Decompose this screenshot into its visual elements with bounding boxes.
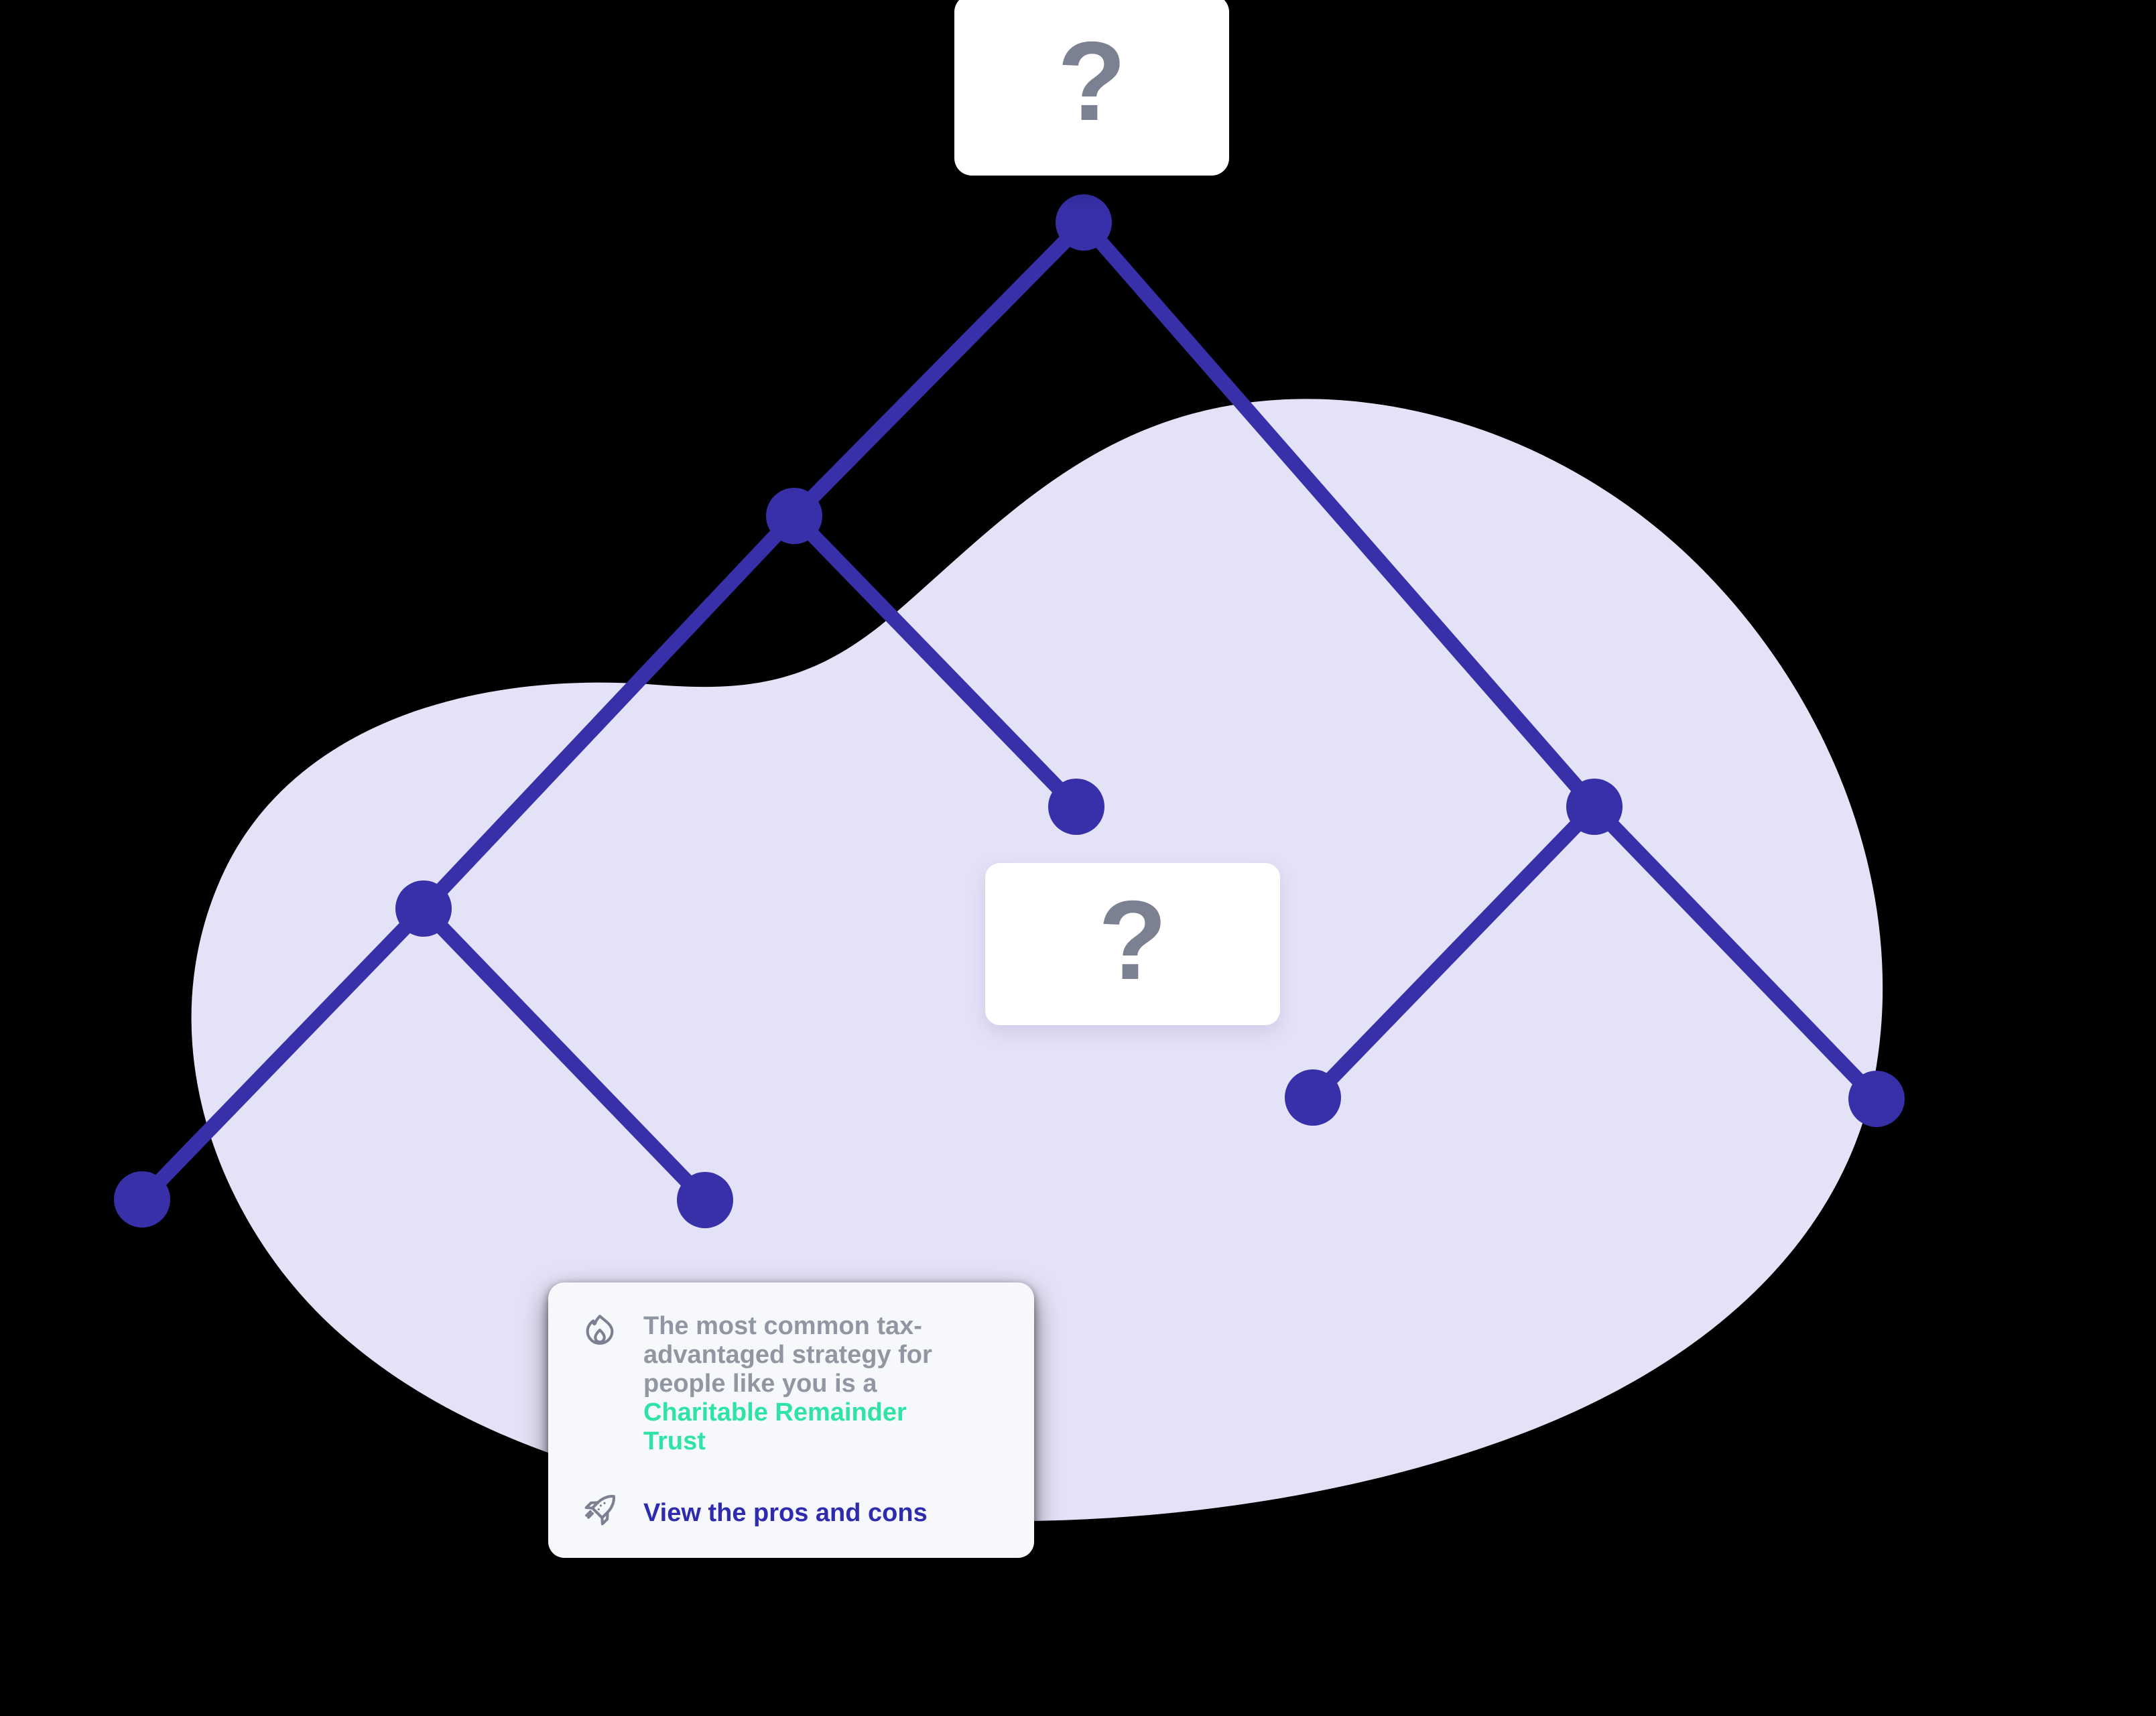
edge-root-to-right-branch <box>1076 215 1602 814</box>
question-card-middle[interactable]: ? <box>985 863 1280 1025</box>
edge-left-sub-to-leaf-2 <box>135 901 431 1207</box>
leaf-node-4[interactable] <box>1285 1069 1341 1126</box>
left-branch-node[interactable] <box>766 488 822 544</box>
root-node[interactable] <box>1056 194 1112 251</box>
edge-left-branch-to-left-sub <box>416 509 802 916</box>
insight-card: The most common tax-advantaged strategy … <box>548 1282 1034 1558</box>
leaf-node-2[interactable] <box>114 1171 170 1228</box>
insight-text: The most common tax-advantaged strategy … <box>643 1311 958 1456</box>
tree-edges <box>135 215 1884 1207</box>
flame-icon <box>579 1311 621 1352</box>
edge-root-to-left-branch <box>787 215 1091 523</box>
cta-label[interactable]: View the pros and cons <box>643 1498 928 1527</box>
question-card-top[interactable]: ? <box>954 0 1229 176</box>
edge-right-branch-to-leaf-5 <box>1587 799 1884 1106</box>
leaf-node-5[interactable] <box>1848 1071 1905 1127</box>
edge-left-branch-to-leaf-1 <box>787 509 1084 814</box>
edge-left-sub-to-leaf-3 <box>416 901 712 1207</box>
cta-row[interactable]: View the pros and cons <box>579 1490 1003 1531</box>
question-mark-glyph: ? <box>1098 877 1167 1003</box>
insight-row: The most common tax-advantaged strategy … <box>579 1311 1003 1456</box>
leaf-node-3[interactable] <box>677 1172 733 1228</box>
edge-right-branch-to-leaf-4 <box>1306 799 1602 1105</box>
left-sub-node[interactable] <box>395 880 452 937</box>
right-branch-node[interactable] <box>1566 779 1623 835</box>
leaf-node-1[interactable] <box>1048 779 1104 835</box>
rocket-icon <box>579 1490 621 1531</box>
strategy-name: Charitable Remainder Trust <box>643 1398 907 1455</box>
insight-text-prefix: The most common tax-advantaged strategy … <box>643 1312 932 1398</box>
tree-nodes <box>114 194 1905 1228</box>
question-mark-glyph: ? <box>1057 18 1127 144</box>
